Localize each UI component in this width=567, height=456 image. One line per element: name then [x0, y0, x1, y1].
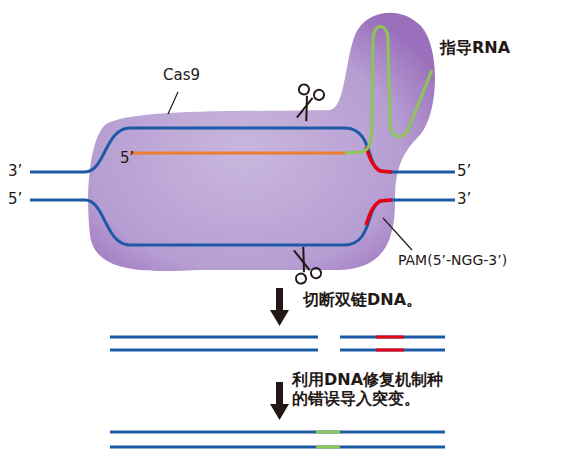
mutated-dna — [110, 432, 445, 447]
strand-end: 5’ — [8, 190, 22, 208]
part-label: 指导RNA — [440, 38, 510, 57]
scissors-icon — [286, 244, 322, 285]
part-label: Cas9 — [163, 66, 200, 84]
cut-dna — [110, 337, 445, 350]
guide-rna — [345, 27, 432, 154]
strand-end: 5’ — [120, 149, 134, 167]
strand-end: 3’ — [8, 162, 22, 180]
part-label: PAM(5’-NGG-3’) — [398, 252, 507, 269]
dna-strand — [30, 128, 455, 172]
strand-end: 5’ — [457, 162, 471, 180]
leader-line — [383, 218, 412, 250]
guide-sequence — [130, 152, 345, 155]
dna-strand — [30, 200, 455, 245]
step-arrow — [270, 382, 289, 420]
step-label: 利用DNA修复机制种 的错误导入突变。 — [292, 370, 477, 408]
cas9-protein — [88, 13, 435, 271]
scissors-icon — [289, 83, 325, 124]
step-label: 切断双链DNA。 — [303, 290, 422, 309]
strand-end: 3’ — [457, 190, 471, 208]
step-arrow — [270, 288, 289, 326]
pam-site — [366, 200, 392, 225]
pam-site — [366, 147, 392, 172]
leader-line — [168, 92, 178, 114]
